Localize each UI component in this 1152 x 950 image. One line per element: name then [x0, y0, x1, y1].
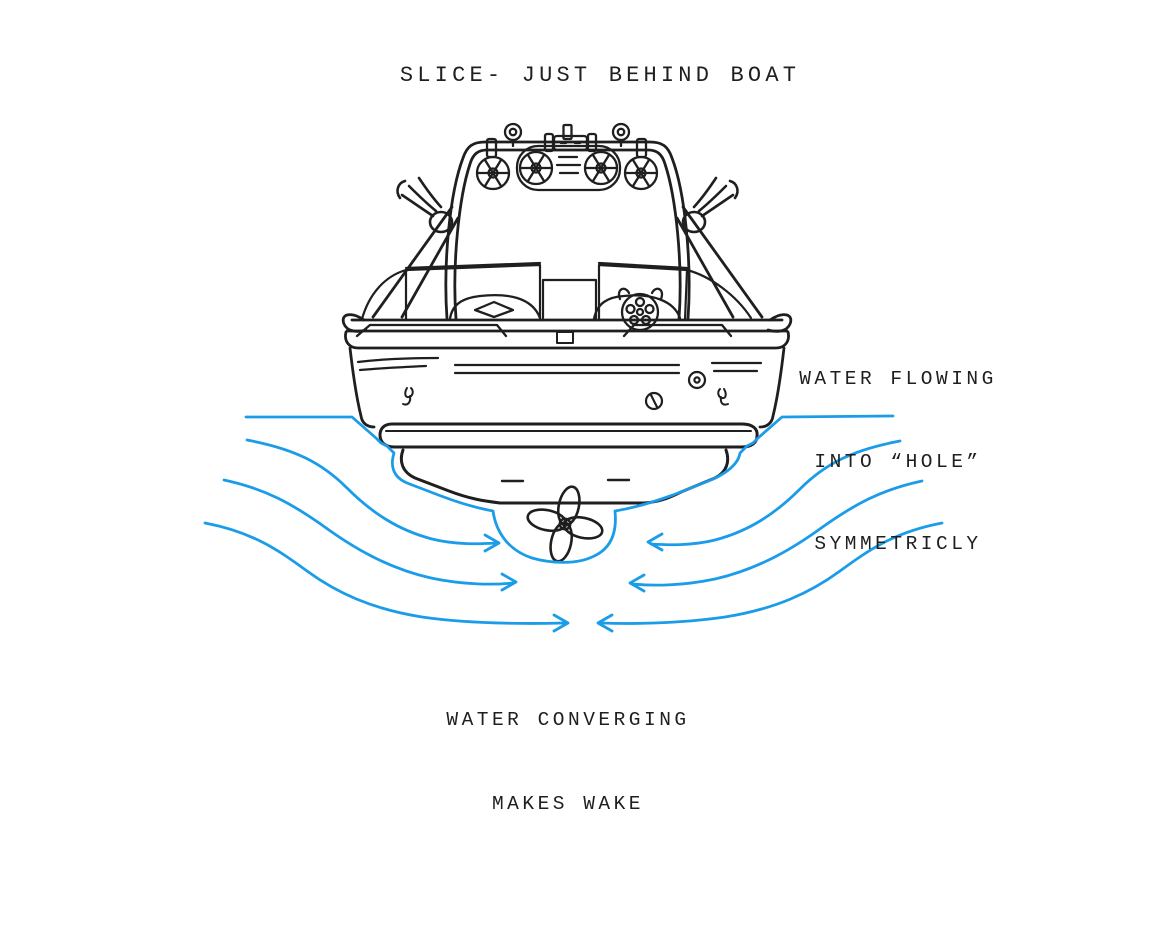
wakeboard-rack-right: [681, 176, 739, 234]
wakeboard-tower: [371, 140, 764, 321]
arrowhead-right: [552, 613, 570, 633]
walkthrough-gate: [541, 278, 598, 320]
streamline: [631, 479, 924, 587]
label-water-flowing: WATER FLOWING INTO “HOLE” SYMMETRICLY: [758, 311, 1038, 614]
rack-mount: [681, 210, 707, 234]
pane-left: [404, 261, 542, 322]
speaker: [623, 137, 659, 191]
speaker: [583, 150, 619, 186]
windshield: [360, 261, 753, 322]
diagram-title: SLICE- JUST BEHIND BOAT: [380, 1, 820, 151]
arrowhead-right: [483, 533, 501, 553]
arrowhead-right: [500, 572, 518, 592]
drain-plug: [644, 391, 664, 411]
transom-hatch: [556, 331, 574, 344]
tower-brace-right: [675, 205, 764, 319]
seat-back: [448, 293, 542, 321]
arrowhead-left: [628, 573, 646, 593]
boat-sketch: [341, 122, 793, 563]
chine-marks: [500, 478, 631, 483]
label-line: WATER CONVERGING: [446, 709, 690, 731]
streamline: [245, 438, 498, 546]
streamline: [203, 521, 566, 625]
label-water-converging: WATER CONVERGING MAKES WAKE: [408, 650, 728, 874]
rack-tines: [400, 176, 443, 218]
hull-side-left: [348, 346, 376, 429]
rub-rail-band: [344, 329, 790, 350]
speaker: [518, 150, 554, 186]
transom-ring: [687, 370, 707, 390]
arrowhead-left: [596, 613, 614, 633]
streamlines-right: [596, 439, 944, 633]
cleat-left: [402, 387, 414, 406]
rack-tines: [692, 176, 735, 218]
label-line: MAKES WAKE: [491, 793, 645, 815]
diamond-logo: [473, 300, 515, 319]
streamline: [222, 478, 515, 586]
streamline: [600, 521, 944, 625]
propeller: [526, 485, 604, 563]
pane-right: [597, 261, 689, 322]
underwater-hull: [399, 448, 730, 505]
rack-tip: [728, 179, 739, 200]
speaker-pod-vents: [555, 155, 582, 175]
wakeboard-rack-left: [396, 176, 454, 234]
label-line: WATER FLOWING: [799, 368, 997, 390]
cleat-right: [717, 388, 729, 406]
quarter-glass-right: [685, 268, 753, 320]
hull-side-right: [758, 346, 786, 429]
label-line: SYMMETRICLY: [814, 533, 982, 555]
arrowhead-left: [646, 532, 664, 552]
quarter-glass-left: [360, 268, 408, 321]
swim-platform: [378, 422, 759, 449]
helm-console: [592, 294, 682, 321]
speaker: [475, 137, 511, 191]
streamlines-left: [203, 438, 570, 633]
tower-light-box: [543, 123, 598, 153]
tower-speakers: [475, 137, 659, 192]
pinstripes: [356, 356, 763, 375]
label-line: INTO “HOLE”: [814, 450, 982, 473]
speaker-pod: [515, 144, 622, 192]
hull: [341, 313, 793, 429]
water-flow: [203, 414, 944, 633]
rack-tip: [396, 179, 407, 200]
streamline: [649, 439, 902, 547]
rack-mount: [428, 210, 454, 234]
water-surface-contour: [244, 414, 895, 564]
tower-lights: [503, 122, 631, 148]
title-text: SLICE- JUST BEHIND BOAT: [399, 63, 801, 88]
